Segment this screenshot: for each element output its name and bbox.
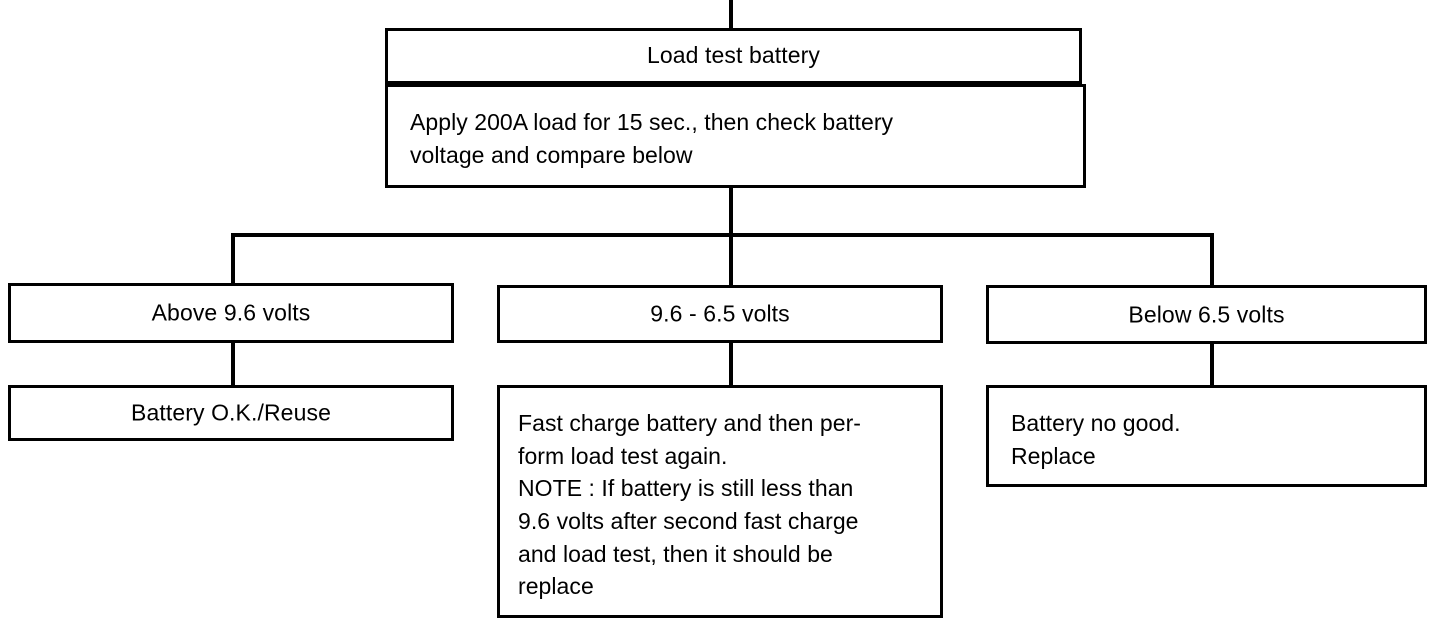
connector-incoming-stub: [729, 0, 733, 30]
node-root-body: Apply 200A load for 15 sec., then check …: [385, 84, 1086, 188]
node-branch-left-condition: Above 9.6 volts: [8, 283, 454, 343]
connector-bus-to-left: [231, 233, 235, 285]
node-branch-right-action-label: Battery no good. Replace: [1011, 410, 1181, 469]
node-branch-center-action-label: Fast charge battery and then per- form l…: [518, 410, 862, 600]
node-branch-right-condition: Below 6.5 volts: [986, 285, 1427, 344]
node-branch-right-condition-label: Below 6.5 volts: [1128, 301, 1285, 327]
node-root-header: Load test battery: [385, 28, 1082, 84]
node-root-header-label: Load test battery: [646, 42, 821, 69]
connector-root-to-bus: [729, 188, 733, 237]
node-root-body-label: Apply 200A load for 15 sec., then check …: [410, 109, 894, 168]
node-branch-center-condition-label: 9.6 - 6.5 volts: [650, 300, 790, 327]
node-branch-center-condition: 9.6 - 6.5 volts: [497, 285, 943, 343]
connector-left-condition-to-action: [231, 340, 235, 387]
node-branch-center-action: Fast charge battery and then per- form l…: [497, 385, 943, 618]
connector-bus-to-right: [1210, 233, 1214, 285]
connector-bus-to-center: [729, 233, 733, 285]
node-branch-left-action: Battery O.K./Reuse: [8, 385, 454, 441]
connector-right-condition-to-action: [1210, 341, 1214, 386]
connector-center-condition-to-action: [729, 341, 733, 387]
connector-split-bus: [231, 233, 1214, 237]
node-branch-right-action: Battery no good. Replace: [986, 385, 1427, 487]
node-branch-left-condition-label: Above 9.6 volts: [151, 299, 311, 326]
node-branch-left-action-label: Battery O.K./Reuse: [131, 399, 331, 426]
